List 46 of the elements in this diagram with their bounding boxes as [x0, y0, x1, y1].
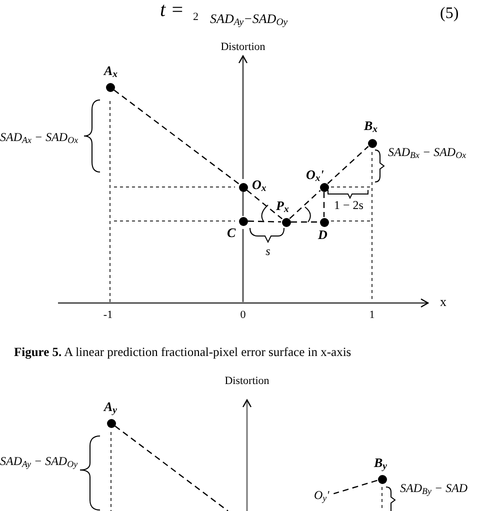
axis-label: x — [440, 295, 446, 308]
axis-label: Distortion — [220, 42, 266, 53]
dashed-line — [114, 426, 228, 511]
point-label: P$_{x}$ — [276, 199, 289, 212]
math-label: t = — [160, 0, 184, 20]
dashed-line — [291, 221, 319, 223]
math-label: SAD$_{Ay}$ − SAD$_{Oy}$ — [0, 455, 78, 467]
math-label: SAD$_{Ax}$ − SAD$_{Ox}$ — [0, 131, 78, 143]
point-label: B$_{x}$ — [364, 119, 378, 132]
point — [320, 182, 328, 192]
math-label: SAD$_{Bx}$ − SAD$_{Ox}$ — [388, 146, 466, 158]
point-label: O$_{x}$ — [252, 178, 266, 191]
dashed-line — [323, 192, 325, 217]
point-label: B$_{y}$ — [374, 456, 387, 469]
point-label: O$_{x}$' — [306, 168, 324, 181]
figure-caption: Figure 5. A linear prediction fractional-pixel error surface in x-axis — [14, 346, 352, 358]
point-label: D — [318, 228, 328, 241]
math-label: s — [266, 245, 270, 257]
point-label: C — [227, 226, 236, 239]
point — [106, 418, 116, 428]
axis-label: -1 — [103, 310, 113, 321]
axis-label: Distortion — [224, 376, 270, 387]
math-label: SAD$_{By}$ − SAD — [400, 482, 468, 494]
math-label: SAD$_{Ay}$−SAD$_{Oy}$ — [210, 12, 288, 25]
dashed-line — [327, 146, 369, 184]
point — [282, 218, 290, 226]
point-label: A$_{x}$ — [104, 64, 118, 77]
dashed-line — [114, 90, 240, 184]
axis-label: 2 — [193, 12, 198, 23]
point — [238, 216, 248, 226]
axis-label: (5) — [440, 6, 459, 22]
axis-label: 1 — [369, 310, 375, 321]
point — [368, 138, 376, 148]
point — [320, 218, 328, 226]
point-label: A$_{y}$ — [104, 400, 117, 413]
point — [238, 182, 248, 192]
point-label: O$_{y}$' — [314, 489, 330, 501]
dashed-line — [248, 220, 282, 222]
dashed-line — [333, 480, 378, 494]
dashed-line — [246, 190, 282, 220]
axis-label: 1 − 2s — [334, 199, 364, 211]
dashed-line — [242, 192, 244, 216]
axis-label: 0 — [240, 310, 246, 321]
point — [106, 82, 114, 92]
point — [378, 474, 386, 484]
dashed-line — [289, 190, 321, 220]
